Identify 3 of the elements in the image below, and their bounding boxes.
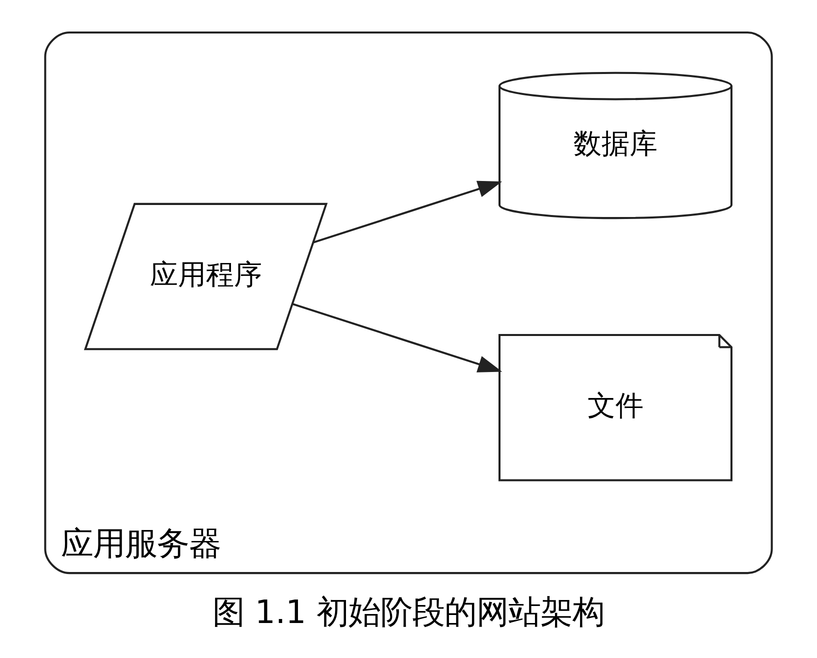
caption: 图 1.1 初始阶段的网站架构 <box>212 593 604 632</box>
arrow <box>292 303 502 372</box>
arrow <box>313 180 502 244</box>
